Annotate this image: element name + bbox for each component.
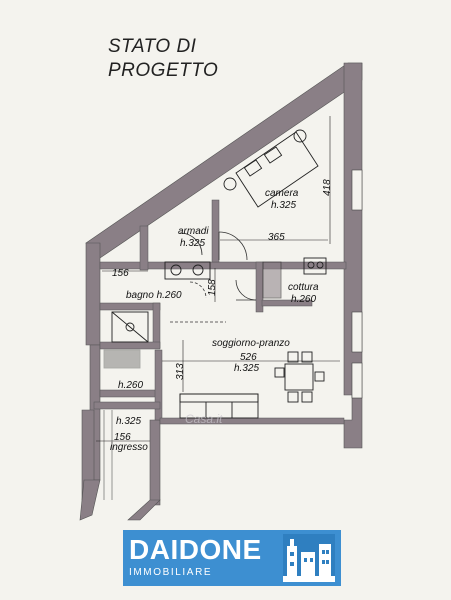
room-height-soggiorno: h.325 (234, 363, 260, 374)
room-label-cottura: cottura (288, 282, 319, 293)
building-icon (283, 534, 335, 582)
room-height-disimpegno: h.260 (118, 380, 144, 391)
kitchen-counter (262, 257, 327, 299)
dining-set (274, 351, 325, 403)
interior-walls (93, 199, 347, 425)
windows (351, 169, 363, 399)
dim-bagno-height: 158 (207, 279, 218, 296)
dim-soggiorno-height: 313 (175, 363, 186, 380)
company-logo: DAIDONE IMMOBILIARE (123, 530, 341, 586)
room-height-camera: h.325 (271, 200, 297, 211)
room-label-soggiorno: soggiorno-pranzo (212, 338, 290, 349)
dim-camera-height: 418 (322, 179, 333, 196)
exterior-walls (79, 62, 363, 521)
room-label-armadi: armadi (178, 226, 209, 237)
dimension-lines (96, 116, 340, 442)
plan-title-line1: STATO DI (108, 36, 197, 57)
logo-name: DAIDONE (129, 534, 262, 565)
dim-camera-width: 365 (268, 232, 285, 243)
dim-ingresso-width: 156 (114, 432, 131, 443)
sofa (179, 393, 259, 419)
room-height-cottura: h.260 (291, 294, 317, 305)
room-label-bagno: bagno h.260 (126, 290, 182, 301)
plan-title-line2: PROGETTO (108, 60, 219, 81)
room-height-ingresso: h.325 (116, 416, 142, 427)
room-height-armadi: h.325 (180, 238, 206, 249)
bed (223, 129, 319, 208)
bathroom-fixtures (103, 261, 211, 369)
room-label-ingresso: ingresso (110, 442, 148, 453)
dim-bagno-width: 156 (112, 268, 129, 279)
room-label-camera: camera (265, 188, 299, 199)
dim-soggiorno-width: 526 (240, 352, 257, 363)
watermark: Casa.it (185, 412, 223, 426)
stair-lines (103, 410, 113, 500)
logo-subtitle: IMMOBILIARE (129, 567, 213, 578)
